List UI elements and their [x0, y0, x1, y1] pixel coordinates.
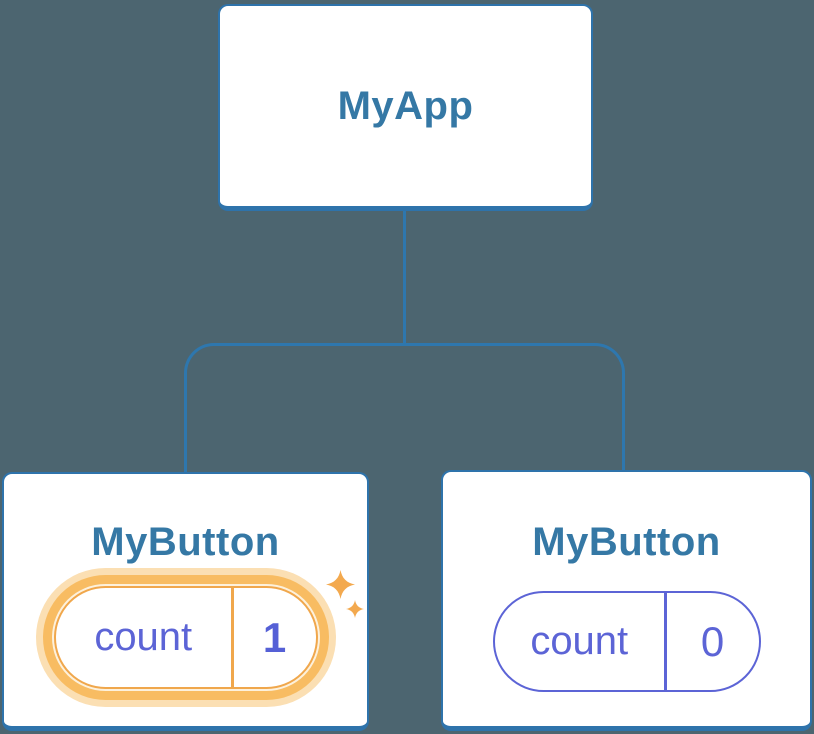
pill-divider [664, 593, 667, 690]
sparkle-icon-small [346, 600, 364, 618]
connector-root-stem [403, 209, 406, 345]
state-value: 1 [262, 613, 287, 661]
state-label: count [530, 619, 629, 663]
connector-branch [184, 343, 625, 474]
state-label: count [94, 615, 193, 659]
sparkle-icon-large [326, 570, 355, 599]
state-pill-highlighted: count 1 [53, 586, 318, 689]
pill-divider [231, 588, 234, 687]
child-component-title: MyButton [532, 520, 721, 564]
child-component-card-left: MyButton count 1 [2, 472, 369, 731]
root-component-title: MyApp [337, 83, 474, 128]
root-component-card: MyApp [218, 4, 593, 211]
state-value: 0 [700, 617, 725, 665]
state-pill-plain: count 0 [492, 591, 761, 692]
child-component-card-right: MyButton count 0 [441, 470, 812, 731]
child-component-title: MyButton [91, 520, 280, 564]
